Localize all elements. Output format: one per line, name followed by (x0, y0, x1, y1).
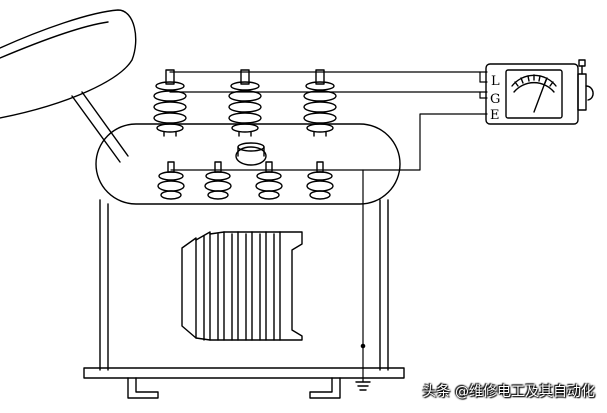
hv-bushing-1 (153, 69, 187, 137)
lv-bushing-3 (255, 161, 283, 200)
transformer-tank (95, 123, 401, 371)
megger-needle (533, 79, 547, 113)
terminal-label-line: L (491, 74, 500, 89)
lv-bushing-1 (157, 161, 185, 200)
megger-dial-window (505, 69, 563, 119)
megger-crank (577, 73, 587, 111)
watermark: 头条 @维修电工及其自动化 (422, 384, 595, 400)
hv-bushing-2 (228, 69, 262, 137)
test-leads (169, 71, 488, 383)
lv-bushing-4 (306, 161, 334, 200)
earth-lead (399, 113, 488, 171)
conservator-tank (0, 9, 137, 163)
terminal-label-guard: G (490, 92, 500, 107)
ground-symbol (355, 343, 371, 391)
lv-bushing-2 (204, 161, 232, 200)
terminal-label-earth: E (490, 108, 500, 123)
megger-terminal-labels: L G E (490, 74, 500, 123)
megohmmeter (485, 59, 594, 125)
radiator-fins (181, 231, 303, 341)
tank-base (83, 367, 405, 399)
top-valve (235, 142, 267, 166)
hv-bushing-3 (303, 69, 337, 137)
